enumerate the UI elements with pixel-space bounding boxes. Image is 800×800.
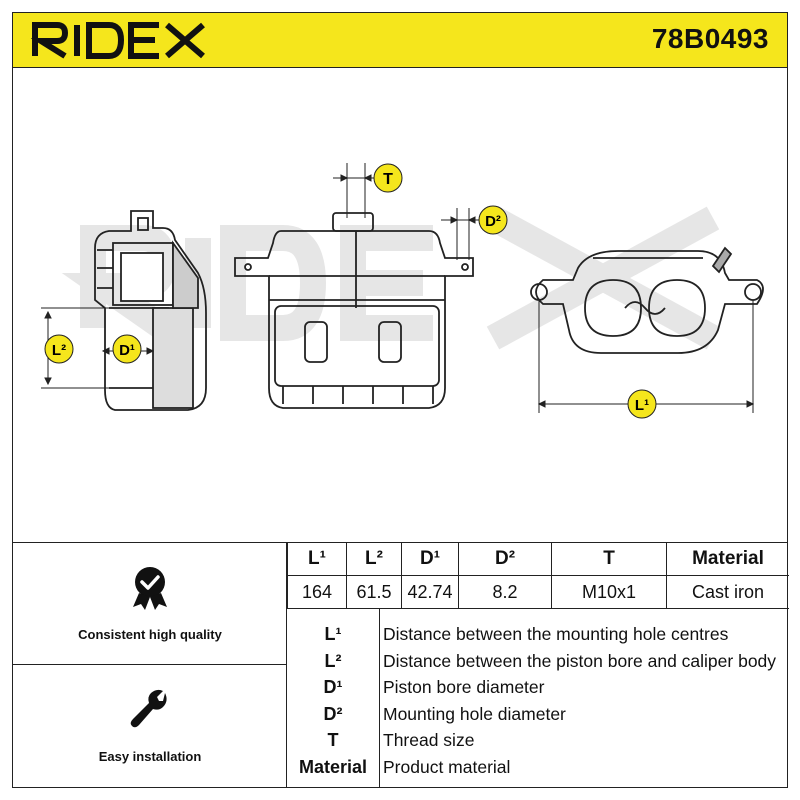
spec-header-cell: Material — [666, 543, 789, 576]
legend-description: Distance between the piston bore and cal… — [383, 651, 777, 671]
legend-row: T Thread size — [287, 727, 789, 753]
legend-key: D² — [323, 704, 343, 724]
spec-table: L¹ L² D¹ D² T Material 164 61.5 42.74 8.… — [287, 543, 789, 609]
ridex-logo — [31, 22, 205, 59]
technical-drawing: T D² L² D¹ L¹ — [12, 68, 788, 542]
legend-divider — [379, 609, 380, 787]
label-l1-badge: L¹ — [627, 389, 657, 419]
installation-panel: Easy installation — [13, 665, 287, 787]
legend-description: Product material — [383, 757, 511, 777]
spec-value-cell: Cast iron — [666, 575, 789, 609]
legend-row: L¹ Distance between the mounting hole ce… — [287, 621, 789, 647]
legend-description: Distance between the mounting hole centr… — [383, 624, 729, 644]
quality-panel: Consistent high quality — [13, 543, 287, 665]
label-d2-badge: D² — [478, 205, 508, 235]
wrench-icon — [130, 689, 167, 728]
spec-header-cell: D¹ — [401, 543, 459, 576]
spec-header-row: L¹ L² D¹ D² T Material — [287, 543, 789, 576]
legend-description: Mounting hole diameter — [383, 704, 566, 724]
installation-label: Easy installation — [98, 749, 202, 764]
legend-description: Piston bore diameter — [383, 677, 545, 697]
label-t-badge: T — [373, 163, 403, 193]
legend-row: D¹ Piston bore diameter — [287, 674, 789, 700]
svg-text:D¹: D¹ — [119, 342, 135, 359]
spec-value-cell: 8.2 — [458, 575, 552, 609]
spec-value-cell: 164 — [287, 575, 347, 609]
legend-row: D² Mounting hole diameter — [287, 701, 789, 727]
quality-label: Consistent high quality — [78, 627, 222, 642]
legend-key: L¹ — [324, 624, 342, 644]
info-section: Consistent high quality Easy installatio… — [12, 542, 789, 788]
dimension-legend: L¹ Distance between the mounting hole ce… — [287, 609, 789, 787]
spec-value-cell: 61.5 — [346, 575, 402, 609]
legend-row: Material Product material — [287, 754, 789, 780]
legend-key: L² — [324, 651, 342, 671]
caliper-drawing: T D² L² D¹ L¹ — [41, 163, 764, 419]
svg-text:L²: L² — [52, 342, 66, 359]
legend-key: T — [327, 730, 339, 750]
quality-badge-icon — [133, 567, 167, 610]
spec-header-cell: L² — [346, 543, 402, 576]
legend-key: Material — [298, 757, 368, 777]
spec-header-cell: T — [551, 543, 667, 576]
spec-value-cell: 42.74 — [401, 575, 459, 609]
spec-value-cell: M10x1 — [551, 575, 667, 609]
part-number: 78B0493 — [651, 23, 769, 54]
label-d1-badge: D¹ — [112, 334, 142, 364]
dimension-d2 — [441, 208, 481, 260]
header-bar: 78B0493 — [12, 12, 788, 68]
legend-row: L² Distance between the piston bore and … — [287, 648, 789, 674]
legend-description: Thread size — [383, 730, 475, 750]
legend-key: D¹ — [323, 677, 343, 697]
svg-text:T: T — [383, 171, 393, 188]
caliper-front-view — [234, 212, 474, 409]
label-l2-badge: L² — [44, 334, 74, 364]
svg-text:D²: D² — [485, 213, 501, 230]
spec-value-row: 164 61.5 42.74 8.2 M10x1 Cast iron — [287, 575, 789, 609]
caliper-top-view — [530, 246, 764, 354]
spec-header-cell: L¹ — [287, 543, 347, 576]
spec-header-cell: D² — [458, 543, 552, 576]
dimension-l2 — [41, 307, 155, 389]
dimension-t — [333, 163, 375, 218]
svg-text:L¹: L¹ — [635, 397, 649, 414]
